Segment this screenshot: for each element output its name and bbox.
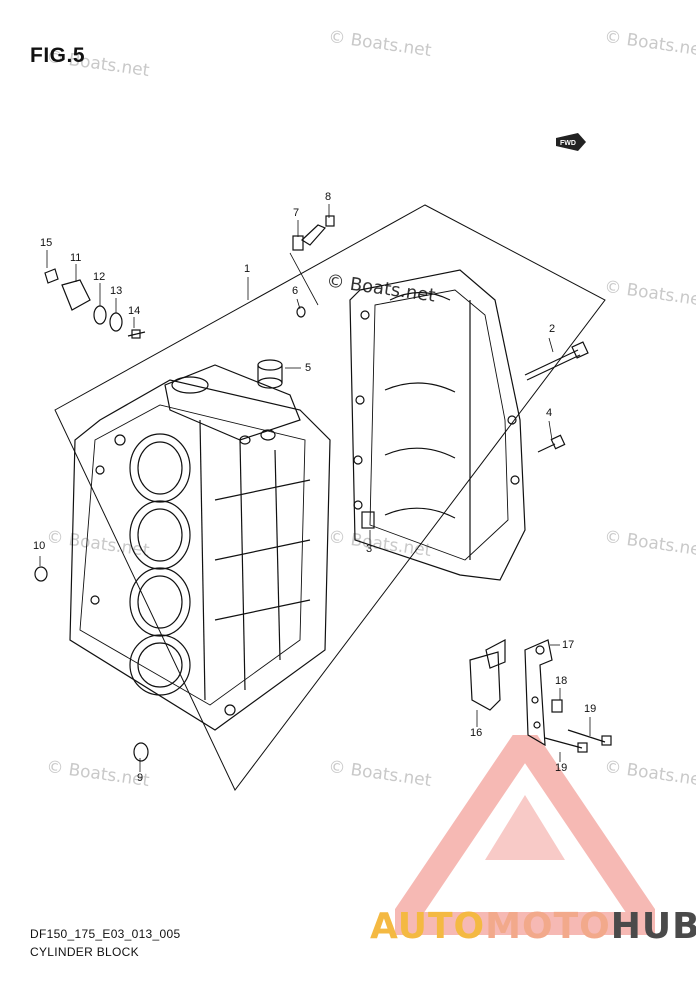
- figure-title: FIG.5: [30, 44, 86, 67]
- callout-7: 7: [293, 207, 300, 219]
- bolt-long: [524, 341, 589, 381]
- logo-part-moto: MOTO: [485, 906, 611, 947]
- callout-5: 5: [305, 362, 312, 374]
- callout-11: 11: [70, 252, 82, 264]
- callout-4: 4: [546, 407, 553, 419]
- callout-16: 16: [470, 727, 483, 739]
- callout-1: 1: [244, 263, 251, 275]
- fitting-hose: [289, 215, 335, 318]
- logo-part-auto: AUTO: [370, 906, 486, 947]
- callout-3: 3: [366, 543, 373, 555]
- automotohub-logo: AUTOMOTOHUB: [370, 906, 696, 947]
- assembly-outline: [54, 204, 606, 791]
- callout-6: 6: [292, 285, 299, 297]
- diagram-code: DF150_175_E03_013_005: [30, 927, 181, 941]
- cylinder-block: [69, 364, 331, 731]
- crankcase-half: [349, 269, 526, 581]
- callout-19-lower: 19: [555, 762, 568, 774]
- callout-12: 12: [93, 271, 106, 283]
- callout-2: 2: [549, 323, 556, 335]
- dowel-pin: [361, 511, 375, 529]
- leader-lines: [39, 204, 591, 772]
- callout-17: 17: [562, 639, 575, 651]
- logo-part-hub: HUB: [610, 906, 696, 947]
- o-ring: [133, 742, 149, 762]
- bolt-19b: [544, 737, 588, 753]
- callout-10: 10: [33, 540, 46, 552]
- callout-8: 8: [325, 191, 332, 203]
- washer: [34, 566, 48, 582]
- forward-arrow-icon: FWD: [556, 133, 586, 151]
- callout-15: 15: [40, 237, 53, 249]
- bolt-18: [551, 699, 563, 713]
- drain-plug-group: [44, 268, 146, 339]
- callout-14: 14: [128, 305, 141, 317]
- plug: [257, 359, 283, 389]
- callout-18: 18: [555, 675, 568, 687]
- callout-13: 13: [110, 285, 123, 297]
- callout-19-upper: 19: [584, 703, 597, 715]
- bolt-19a: [567, 729, 612, 746]
- bolt-short: [537, 434, 566, 453]
- fwd-label: FWD: [560, 140, 576, 147]
- callout-9: 9: [137, 772, 144, 784]
- bracket-left: [469, 639, 506, 711]
- diagram-name: CYLINDER BLOCK: [30, 945, 139, 959]
- bracket-right: [524, 639, 553, 747]
- logo-triangle-icon: [395, 735, 655, 935]
